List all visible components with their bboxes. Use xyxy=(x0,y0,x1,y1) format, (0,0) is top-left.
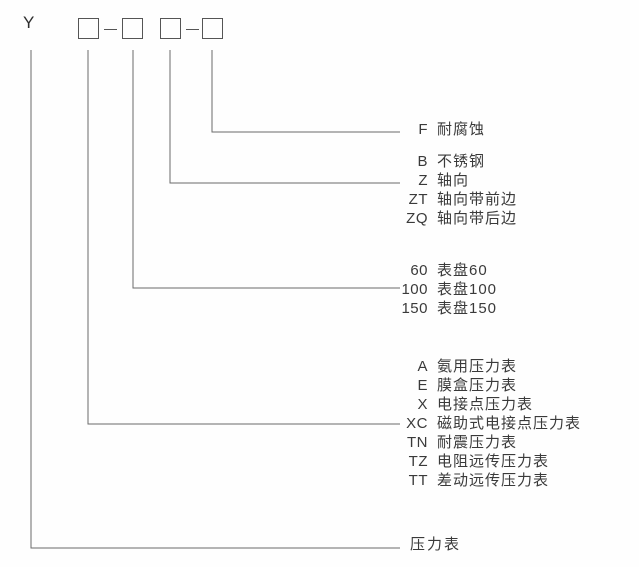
legend-code: A xyxy=(417,358,428,375)
legend-code: TZ xyxy=(408,453,428,470)
leader-line-dial-size xyxy=(132,50,400,289)
legend-code: F xyxy=(418,121,428,138)
legend-desc: 电接点压力表 xyxy=(437,396,534,413)
leader-line-mounting xyxy=(169,50,400,184)
legend-desc: 轴向带后边 xyxy=(437,210,518,227)
legend-row-type-tz: TZ 电阻远传压力表 xyxy=(392,450,549,471)
legend-code: E xyxy=(417,377,428,394)
legend-row-mounting-zt: ZT 轴向带前边 xyxy=(392,188,517,209)
separator-dash-2 xyxy=(186,29,199,30)
legend-code: 60 xyxy=(410,262,428,279)
legend-code: 150 xyxy=(401,300,428,317)
leader-line-base xyxy=(30,50,400,549)
legend-code: 100 xyxy=(401,281,428,298)
base-product-label: 压力表 xyxy=(410,536,462,553)
legend-desc: 电阻远传压力表 xyxy=(437,453,550,470)
legend-code: TN xyxy=(407,434,428,451)
legend-row-material-b: B 不锈钢 xyxy=(392,150,485,171)
legend-desc: 膜盒压力表 xyxy=(437,377,518,394)
legend-desc: 表盘60 xyxy=(437,262,488,279)
legend-code: B xyxy=(417,153,428,170)
legend-desc: 氨用压力表 xyxy=(437,358,518,375)
legend-code: X xyxy=(417,396,428,413)
legend-desc: 轴向带前边 xyxy=(437,191,518,208)
legend-desc: 轴向 xyxy=(437,172,470,189)
legend-desc: 耐腐蚀 xyxy=(437,121,486,138)
legend-code: TT xyxy=(408,472,428,489)
legend-row-dial-150: 150 表盘150 xyxy=(392,297,497,318)
legend-row-type-x: X 电接点压力表 xyxy=(392,393,533,414)
legend-desc: 不锈钢 xyxy=(437,153,486,170)
legend-code: ZT xyxy=(408,191,428,208)
legend-row-mounting-zq: ZQ 轴向带后边 xyxy=(392,207,517,228)
legend-desc: 耐震压力表 xyxy=(437,434,518,451)
model-slot-box-2 xyxy=(122,18,143,39)
legend-code: XC xyxy=(406,415,428,432)
legend-desc: 表盘150 xyxy=(437,300,498,317)
leader-line-corrosion xyxy=(211,50,400,133)
model-slot-box-1 xyxy=(78,18,99,39)
legend-row-mounting-z: Z 轴向 xyxy=(392,169,469,190)
legend-row-type-tt: TT 差动远传压力表 xyxy=(392,469,549,490)
legend-code: ZQ xyxy=(406,210,428,227)
legend-code: Z xyxy=(418,172,428,189)
model-slot-box-4 xyxy=(202,18,223,39)
legend-row-type-a: A 氨用压力表 xyxy=(392,355,517,376)
legend-row-dial-100: 100 表盘100 xyxy=(392,278,497,299)
leader-line-gauge-type xyxy=(87,50,400,425)
legend-row-type-tn: TN 耐震压力表 xyxy=(392,431,517,452)
legend-row-corrosion-f: F 耐腐蚀 xyxy=(392,118,485,139)
legend-desc: 差动远传压力表 xyxy=(437,472,550,489)
legend-row-type-e: E 膜盒压力表 xyxy=(392,374,517,395)
legend-desc: 磁助式电接点压力表 xyxy=(437,415,582,432)
legend-row-dial-60: 60 表盘60 xyxy=(392,259,488,280)
model-prefix-letter: Y xyxy=(23,13,35,32)
legend-desc: 表盘100 xyxy=(437,281,498,298)
legend-row-type-xc: XC 磁助式电接点压力表 xyxy=(392,412,581,433)
model-slot-box-3 xyxy=(160,18,181,39)
separator-dash-1 xyxy=(104,29,117,30)
